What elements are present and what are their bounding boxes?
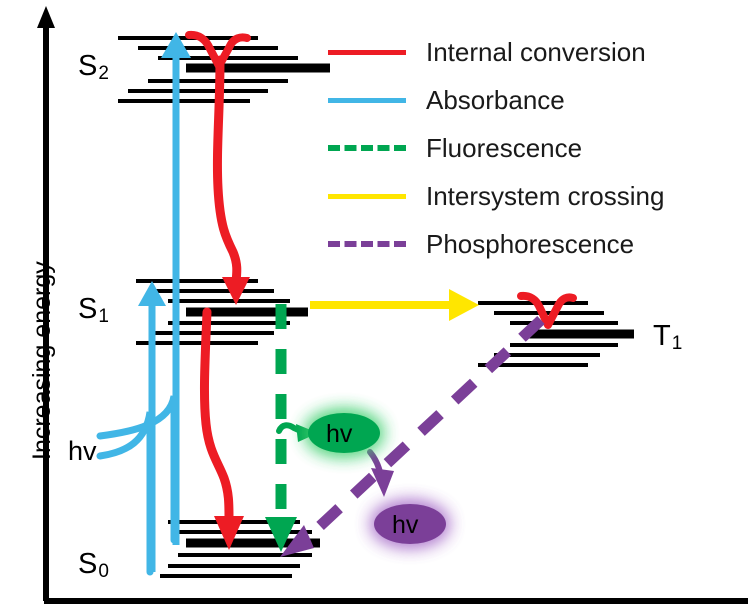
- phosphorescence-t1-s0-arrowhead: [280, 525, 314, 557]
- legend-label-fluorescence: Fluorescence: [426, 132, 583, 163]
- absorbance-photon-label: hv: [68, 436, 97, 467]
- state-label-s1-letter: S: [78, 293, 98, 325]
- state-label-s0-subscript: 0: [98, 561, 109, 582]
- fluorescence-emission-branch: [276, 422, 306, 435]
- absorbance-s0-s2-arrowhead: [161, 32, 191, 58]
- legend: Internal conversion Absorbance Fluoresce…: [328, 28, 728, 268]
- phosphorescence-photon-ellipse: [374, 504, 446, 544]
- state-label-t1-subscript: 1: [671, 333, 683, 354]
- absorbance-s0-s2-tail: [96, 395, 178, 544]
- phosphorescence-photon-badge: [373, 503, 447, 545]
- legend-label-absorbance: Absorbance: [426, 84, 565, 115]
- legend-label-phosphorescence: Phosphorescence: [426, 228, 635, 259]
- state-label-s1: S1: [78, 293, 109, 328]
- intersystem-crossing-arrowhead: [449, 289, 479, 321]
- legend-swatch-intersystem-crossing: [328, 193, 406, 199]
- phosphorescence-paths: [280, 315, 545, 557]
- legend-item-intersystem-crossing: Intersystem crossing: [328, 172, 728, 220]
- fluorescence-s1-s0-arrowhead: [265, 517, 297, 552]
- state-label-s0: S0: [78, 548, 109, 583]
- state-label-s1-subscript: 1: [98, 306, 109, 327]
- state-label-s2-subscript: 2: [98, 63, 109, 84]
- legend-label-intersystem-crossing: Intersystem crossing: [426, 180, 665, 211]
- y-axis-title: Increasing energy: [28, 261, 57, 460]
- legend-swatch-internal-conversion: [328, 49, 406, 55]
- legend-swatch-fluorescence: [328, 145, 406, 151]
- y-axis-arrowhead: [37, 6, 55, 28]
- absorbance-s0-s1-arrowhead: [138, 281, 166, 306]
- fluorescence-photon-ellipse: [308, 413, 380, 453]
- internal-conversion-s2-s1-arrowhead: [222, 277, 250, 305]
- internal-conversion-s1-s0-shaft: [199, 307, 234, 523]
- internal-conversion-paths: [185, 30, 577, 550]
- legend-item-absorbance: Absorbance: [328, 76, 728, 124]
- state-label-s2: S2: [78, 50, 109, 85]
- state-label-s2-letter: S: [78, 50, 98, 82]
- internal-conversion-s1-s0-arrowhead: [214, 516, 244, 550]
- absorbance-photon-label-text: hv: [68, 436, 97, 466]
- axes: [37, 6, 748, 604]
- absorbance-arrows: [96, 32, 191, 576]
- state-label-t1: T1: [653, 320, 682, 355]
- phosphorescence-t1-s0-shaft: [301, 315, 545, 545]
- energy-levels-t1: [478, 301, 634, 367]
- legend-item-internal-conversion: Internal conversion: [328, 28, 728, 76]
- phosphorescence-emission-arrowhead: [371, 468, 394, 497]
- internal-conversion-s2-s1-shaft: [212, 55, 242, 287]
- legend-swatch-absorbance: [328, 97, 406, 103]
- internal-conversion-t1-relaxation: [517, 291, 577, 329]
- state-label-t1-letter: T: [653, 320, 671, 352]
- y-axis-title-text: Increasing energy: [28, 261, 56, 460]
- legend-item-fluorescence: Fluorescence: [328, 124, 728, 172]
- intersystem-crossing-arrow: [310, 289, 479, 321]
- legend-swatch-phosphorescence: [328, 241, 406, 247]
- fluorescence-photon-badge: [307, 412, 381, 454]
- legend-label-internal-conversion: Internal conversion: [426, 36, 646, 67]
- legend-item-phosphorescence: Phosphorescence: [328, 220, 728, 268]
- state-label-s0-letter: S: [78, 548, 98, 580]
